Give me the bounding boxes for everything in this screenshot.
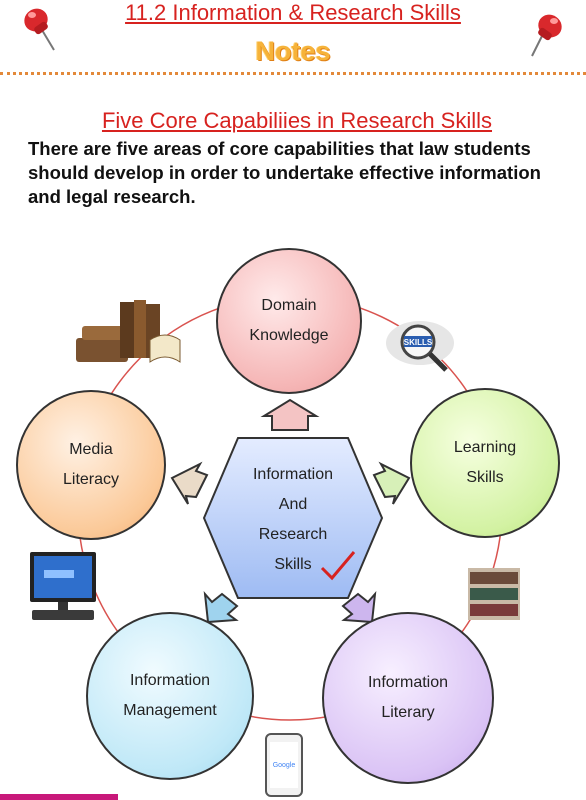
dotted-divider (0, 72, 586, 75)
checkmark-icon (320, 551, 356, 581)
information-management-node: Information Management (86, 612, 254, 780)
notes-heading: Notes (255, 36, 331, 66)
bookshelf-icon (468, 568, 520, 620)
arrow-up (260, 398, 320, 431)
arrow-down-left (203, 590, 239, 624)
arrow-left (170, 461, 209, 505)
smartphone-icon: Google (265, 733, 303, 797)
information-literary-node: Information Literary (322, 612, 494, 784)
books-icon (76, 300, 181, 363)
center-line2: And (278, 496, 308, 513)
media-literacy-line1: Media (69, 441, 113, 458)
skills-badge-text: SKILLS (404, 338, 433, 347)
magnifier-icon: SKILLS (386, 321, 454, 372)
center-hexagon (202, 437, 384, 599)
media-literacy-node: Media Literacy (16, 390, 166, 540)
center-line3: Research (258, 526, 328, 543)
pushpin-icon (531, 14, 562, 57)
section-subtitle: Five Core Capabiliies in Research Skills (101, 108, 493, 133)
learning-skills-line2: Skills (466, 469, 504, 486)
google-label: Google (273, 762, 296, 769)
information-management-line1: Information (129, 672, 211, 689)
center-line4: Skills (274, 556, 312, 573)
arrow-down-right (341, 590, 377, 624)
domain-knowledge-line2: Knowledge (249, 327, 329, 344)
media-literacy-line2: Literacy (62, 471, 120, 488)
monitor-icon (30, 552, 96, 620)
information-literary-line2: Literary (381, 704, 435, 721)
domain-knowledge-line1: Domain (261, 297, 317, 314)
pushpin-icon (24, 8, 55, 51)
intro-paragraph: There are five areas of core capabilitie… (28, 138, 541, 207)
center-line1: Information (252, 466, 334, 483)
information-management-line2: Management (123, 702, 217, 719)
learning-skills-line1: Learning (453, 439, 517, 456)
learning-skills-node: Learning Skills (410, 388, 560, 538)
center-label: Information And Research Skills (208, 445, 378, 595)
page-title: 11.2 Information & Research Skills (125, 0, 461, 25)
information-literary-line1: Information (367, 674, 449, 691)
domain-knowledge-node: Domain Knowledge (216, 248, 362, 394)
arrow-right (372, 461, 411, 505)
